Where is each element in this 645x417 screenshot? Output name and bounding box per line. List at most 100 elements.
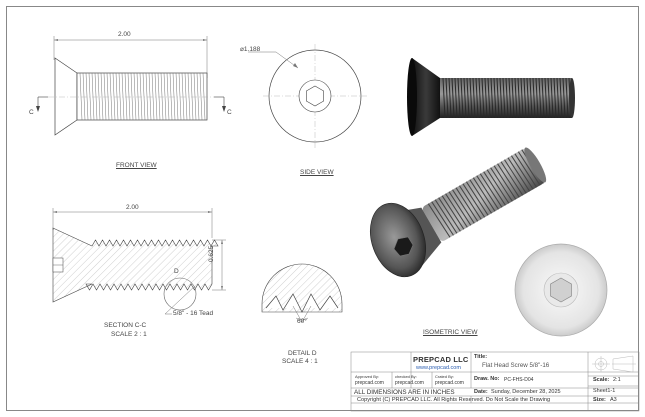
thread-line xyxy=(459,185,482,220)
title-block-frame xyxy=(350,351,640,412)
thread-line xyxy=(472,77,476,119)
thread-line xyxy=(154,72,158,121)
thread-line xyxy=(490,167,513,202)
thread-line xyxy=(166,72,170,121)
thread-line xyxy=(91,72,95,121)
thread-line xyxy=(497,163,520,198)
thread-line xyxy=(517,151,541,186)
thread-line xyxy=(100,72,104,121)
thread-line xyxy=(562,77,566,119)
approved-label: Approved By: xyxy=(355,374,380,379)
draw-no: PC-FHS-D04 xyxy=(504,377,534,383)
date-value: Sunday, December 28, 2025 xyxy=(491,389,561,395)
thread-line xyxy=(511,77,515,119)
thread-line xyxy=(127,72,131,121)
detail-view-label: DETAIL D xyxy=(288,350,317,357)
thread-line xyxy=(451,77,455,119)
thread-line xyxy=(106,72,110,121)
draw-no-label: Draw. No: xyxy=(474,376,500,382)
thread-line xyxy=(157,72,161,121)
section-height-dim: 0.625 xyxy=(208,245,215,262)
thread-line xyxy=(517,77,521,119)
thread-line xyxy=(486,169,510,204)
thread-line xyxy=(535,77,539,119)
thread-line xyxy=(115,72,119,121)
thread-line xyxy=(469,179,492,214)
thread-line xyxy=(190,72,194,121)
thread-line xyxy=(544,77,548,119)
thread-line xyxy=(441,195,465,230)
thread-line xyxy=(121,72,125,121)
thread-line xyxy=(438,197,461,232)
drawing-title: Flat Head Screw 5/8"-16 xyxy=(482,362,550,369)
thread-line xyxy=(493,77,497,119)
thread-line xyxy=(526,77,530,119)
detail-view-scale: SCALE 4 : 1 xyxy=(282,358,318,365)
thread-line xyxy=(79,72,83,121)
thread-line xyxy=(178,72,182,121)
thread-line xyxy=(520,77,524,119)
thread-line xyxy=(538,77,542,119)
thread-line xyxy=(124,72,128,121)
thread-line xyxy=(187,72,191,121)
section-mark-left: C xyxy=(29,109,34,116)
thread-line xyxy=(196,72,200,121)
rendered-view-dark xyxy=(407,58,575,136)
copyright-note: Copyright (C) PREPCAD LLC. All Rights Re… xyxy=(357,397,551,403)
thread-line xyxy=(103,72,107,121)
thread-line xyxy=(202,72,206,121)
thread-line xyxy=(163,72,167,121)
side-view-label: SIDE VIEW xyxy=(300,169,334,176)
thread-line xyxy=(136,72,140,121)
drawing-sheet xyxy=(6,6,639,411)
thread-line xyxy=(499,77,503,119)
thread-line xyxy=(142,72,146,121)
checked-label: checked By: xyxy=(395,374,417,379)
thread-line xyxy=(476,175,499,210)
thread-line xyxy=(478,77,482,119)
thread-line xyxy=(481,77,485,119)
thread-line xyxy=(484,77,488,119)
sheet-value: Sheet1-1 xyxy=(593,388,616,394)
thread-line xyxy=(88,72,92,121)
isometric-view-label: ISOMETRIC VIEW xyxy=(423,329,478,336)
thread-line xyxy=(487,77,491,119)
thread-line xyxy=(483,171,506,206)
projection-symbol-icon xyxy=(592,355,636,373)
thread-line xyxy=(508,77,512,119)
size-value: A3 xyxy=(610,397,617,403)
thread-line xyxy=(181,72,185,121)
section-mark-right: C xyxy=(227,109,232,116)
thread-line xyxy=(523,77,527,119)
thread-line xyxy=(431,201,454,236)
section-view-scale: SCALE 2 : 1 xyxy=(111,331,147,338)
approved-value: prepcad.com xyxy=(355,380,384,386)
thread-line xyxy=(148,72,152,121)
date-label: Date: xyxy=(474,389,488,395)
thread-line xyxy=(442,77,446,119)
units-note: ALL DIMENSIONS ARE IN INCHES xyxy=(354,389,455,396)
thread-line xyxy=(172,72,176,121)
side-diameter-dim: ⌀1.188 xyxy=(240,46,261,53)
thread-line xyxy=(475,77,479,119)
thread-line xyxy=(550,77,554,119)
thread-line xyxy=(532,77,536,119)
thread-line xyxy=(199,72,203,121)
thread-line xyxy=(145,72,149,121)
thread-line xyxy=(452,189,475,224)
thread-line xyxy=(504,159,527,194)
thread-line xyxy=(490,77,494,119)
thread-line xyxy=(109,72,113,121)
thread-line xyxy=(500,161,524,196)
front-view xyxy=(36,36,226,136)
isometric-view xyxy=(370,147,547,278)
company-website[interactable]: www.prepcad.com xyxy=(416,365,461,371)
thread-line xyxy=(565,77,569,119)
end-view-render xyxy=(514,243,608,337)
scale-value: 2:1 xyxy=(613,377,621,383)
thread-line xyxy=(130,72,134,121)
created-label: Crated By: xyxy=(435,374,454,379)
thread-line xyxy=(466,77,470,119)
thread-line xyxy=(529,77,533,119)
thread-line xyxy=(85,72,89,121)
